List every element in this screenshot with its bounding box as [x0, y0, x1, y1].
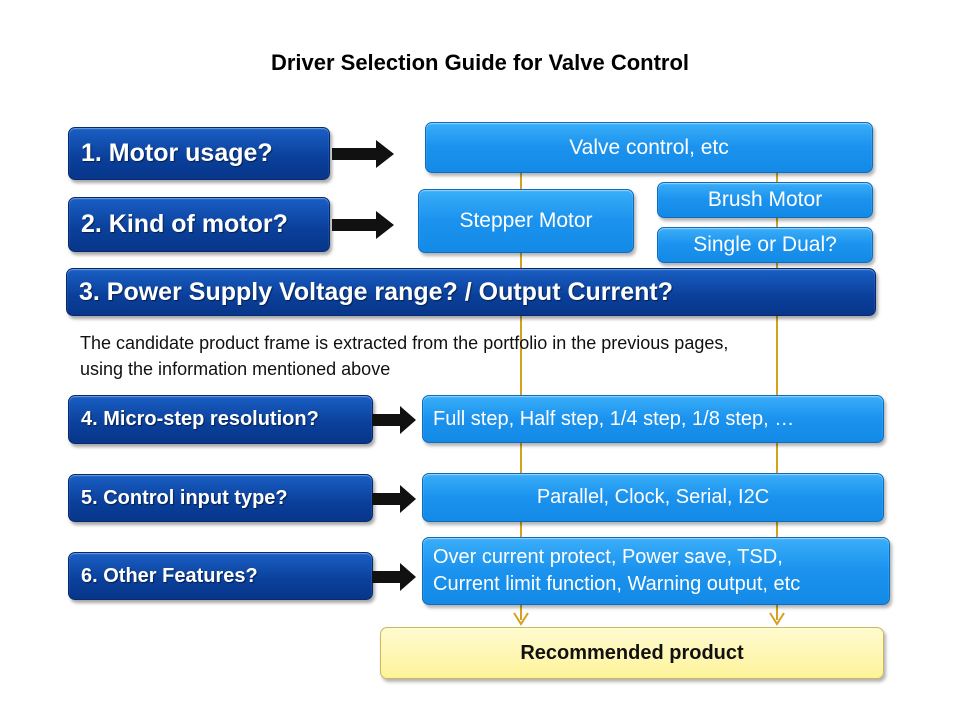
- answer-brush-motor: Brush Motor: [657, 182, 873, 218]
- question-other-features: 6. Other Features?: [68, 552, 373, 600]
- answer-label: Stepper Motor: [459, 209, 593, 232]
- question-power-supply: 3. Power Supply Voltage range? / Output …: [66, 268, 876, 316]
- answer-single-or-dual: Single or Dual?: [657, 227, 873, 263]
- question-control-input: 5. Control input type?: [68, 474, 373, 522]
- page-title: Driver Selection Guide for Valve Control: [270, 50, 690, 75]
- answer-label: Valve control, etc: [569, 135, 729, 159]
- answer-control-input: Parallel, Clock, Serial, I2C: [422, 473, 884, 522]
- question-label: 5. Control input type?: [81, 486, 288, 509]
- arrow-right-icon: [372, 485, 416, 513]
- answer-label: Current limit function, Warning output, …: [433, 573, 801, 595]
- answer-other-features: Over current protect, Power save, TSD, C…: [422, 537, 890, 605]
- recommended-product-box: Recommended product: [380, 627, 884, 679]
- question-label: 4. Micro-step resolution?: [81, 408, 319, 430]
- arrow-right-icon: [372, 563, 416, 591]
- arrowhead-left-icon: [513, 612, 529, 626]
- note-line: The candidate product frame is extracted…: [80, 333, 729, 353]
- arrow-right-icon: [372, 406, 416, 434]
- answer-usage: Valve control, etc: [425, 122, 873, 173]
- answer-label: Over current protect, Power save, TSD,: [433, 546, 783, 568]
- note-text: The candidate product frame is extracted…: [80, 330, 728, 382]
- question-label: 6. Other Features?: [81, 564, 258, 587]
- question-label: 2. Kind of motor?: [81, 210, 288, 238]
- answer-label: Brush Motor: [707, 188, 823, 211]
- question-label: 1. Motor usage?: [81, 139, 273, 167]
- question-kind-of-motor: 2. Kind of motor?: [68, 197, 330, 252]
- answer-label: Single or Dual?: [693, 233, 837, 256]
- arrowhead-right-icon: [769, 612, 785, 626]
- arrow-right-icon: [332, 211, 394, 239]
- question-label: 3. Power Supply Voltage range? / Output …: [79, 277, 674, 306]
- answer-microstep: Full step, Half step, 1/4 step, 1/8 step…: [422, 395, 884, 443]
- note-line: using the information mentioned above: [80, 359, 391, 379]
- question-micro-step: 4. Micro-step resolution?: [68, 395, 373, 444]
- result-label: Recommended product: [520, 641, 744, 664]
- question-motor-usage: 1. Motor usage?: [68, 127, 330, 180]
- answer-stepper-motor: Stepper Motor: [418, 189, 634, 253]
- answer-label: Parallel, Clock, Serial, I2C: [536, 486, 770, 508]
- arrow-right-icon: [332, 140, 394, 168]
- answer-label: Full step, Half step, 1/4 step, 1/8 step…: [433, 407, 795, 430]
